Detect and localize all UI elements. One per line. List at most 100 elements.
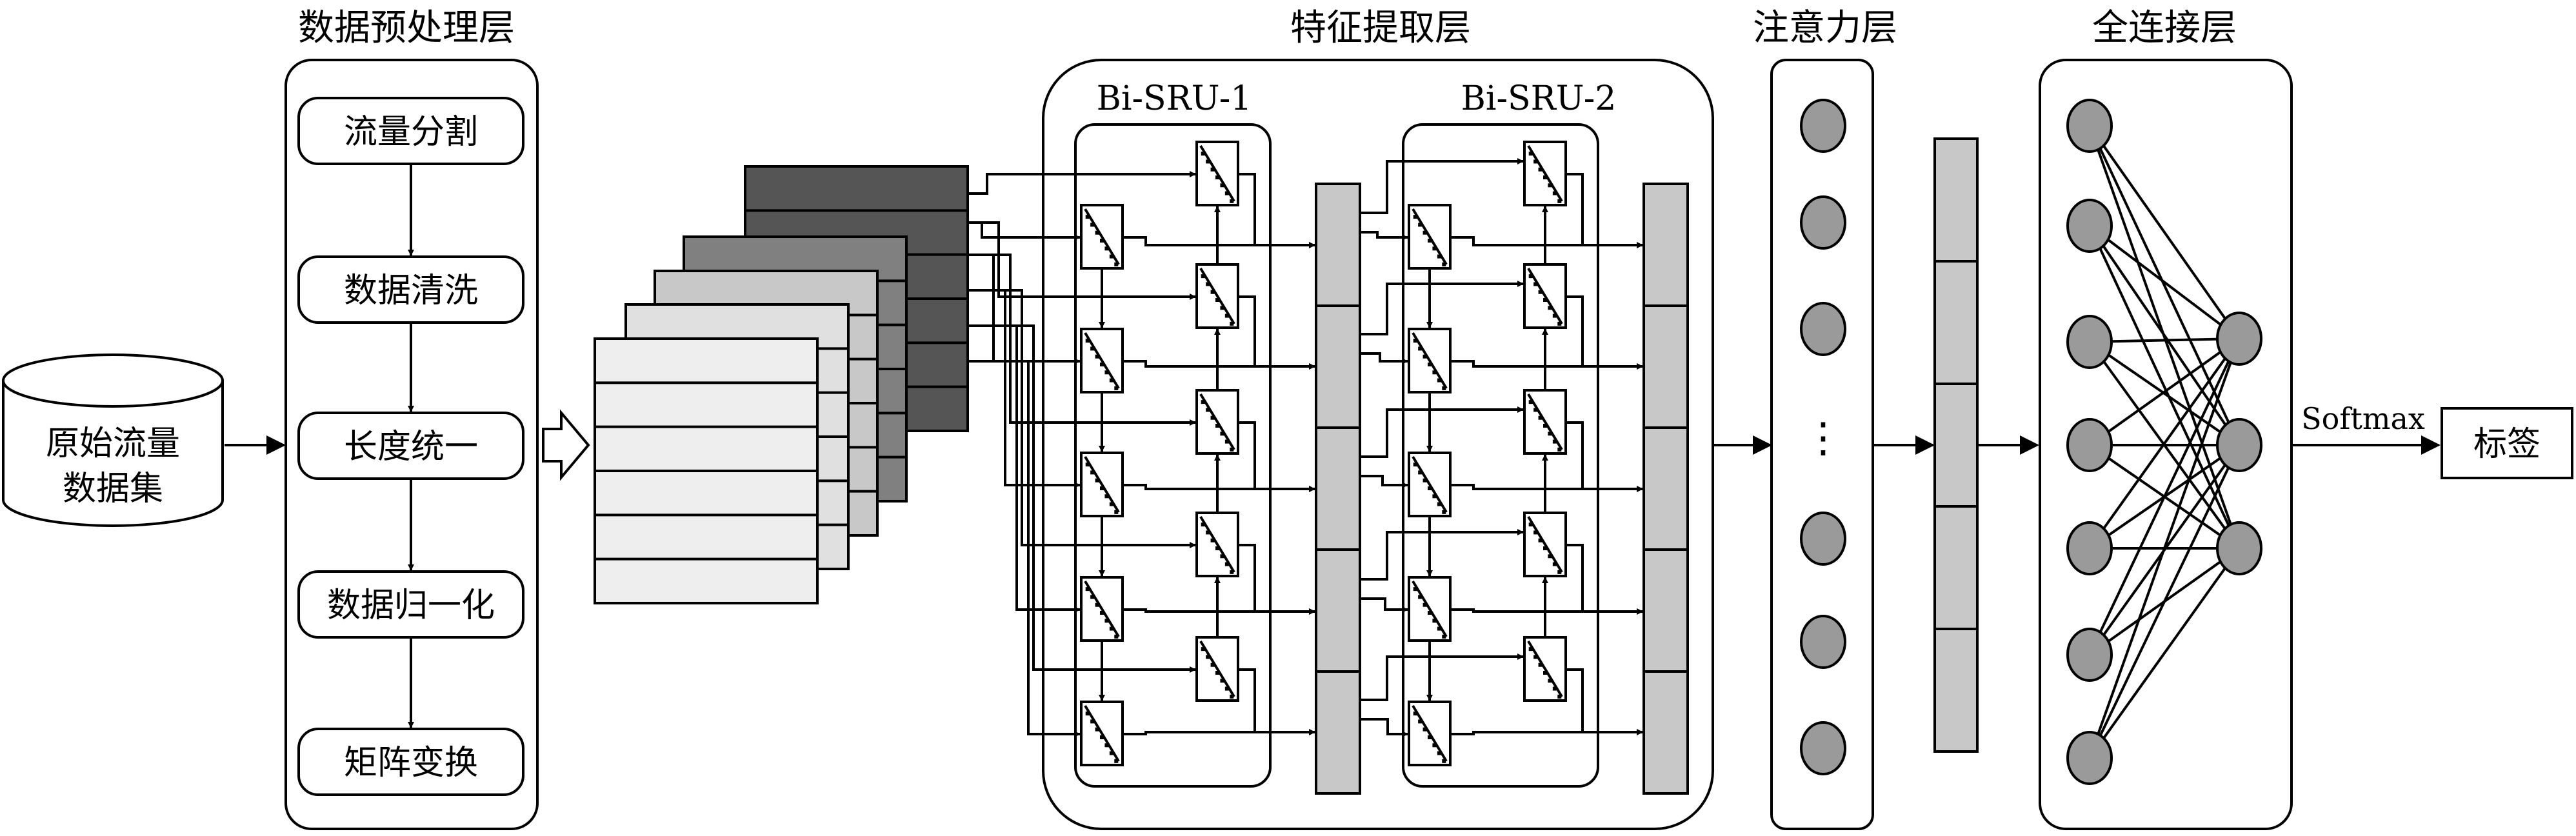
concat-bar-2	[1642, 183, 1689, 795]
fc-connection	[2088, 338, 2241, 655]
attention-node	[1800, 302, 1846, 356]
sru-cell-mark	[1413, 587, 1417, 592]
sru-cell-mark	[1085, 587, 1090, 592]
sru-cell-mark	[1428, 735, 1432, 739]
bar-body	[1642, 183, 1689, 795]
fc-network	[2066, 99, 2262, 785]
sru-cell-mark	[1548, 183, 1552, 188]
sru-cell	[1523, 141, 1567, 206]
attention-node	[1800, 512, 1846, 566]
concat-bar-1	[1315, 183, 1361, 795]
feature-matrix	[594, 337, 819, 604]
sru-cell-mark	[1206, 159, 1210, 164]
sru-cell-mark	[1090, 595, 1095, 599]
sru-cell-mark	[1533, 655, 1538, 659]
sru-cell-mark	[1230, 199, 1234, 203]
sru-cell-mark	[1230, 570, 1234, 574]
sru-cell-mark	[1215, 175, 1219, 179]
sru-cell-mark	[1095, 478, 1099, 483]
concat-wire	[1450, 360, 1643, 370]
preprocess-layer: 数据预处理层 流量分割 数据清洗 长度统一 数据归一化 矩阵变换	[285, 7, 539, 830]
sru-cell-mark	[1423, 727, 1427, 732]
stack-wire	[1360, 475, 1408, 488]
attention-node	[1800, 99, 1846, 153]
stack-wire	[1360, 231, 1408, 241]
fc-output-node	[2216, 521, 2262, 575]
sru-cell-mark	[1538, 290, 1543, 294]
sru-cell-mark	[1548, 306, 1552, 310]
sru-cell-mark	[1543, 424, 1547, 428]
sru-cell-mark	[1437, 254, 1441, 259]
sru-cell-mark	[1432, 494, 1437, 499]
fc-output-node	[2216, 312, 2262, 366]
fc-connection	[2088, 338, 2241, 759]
sru-cell	[1523, 636, 1567, 702]
sru-cell-mark	[1538, 415, 1543, 420]
sru-cell-mark	[1423, 354, 1427, 359]
sru-cell-mark	[1442, 634, 1446, 639]
bisru-block-1: Bi-SRU-1	[1074, 79, 1272, 788]
sru-cell-mark	[1100, 363, 1104, 366]
sru-cell-mark	[1201, 152, 1205, 156]
sru-cell-mark	[1210, 167, 1215, 172]
input-wire	[968, 254, 1081, 364]
attention-nodes	[1800, 99, 1846, 775]
sru-cell-mark	[1201, 400, 1205, 404]
sru-cell-mark	[1413, 339, 1417, 343]
input-wire	[968, 360, 1081, 737]
sru-cell-mark	[1230, 447, 1234, 452]
sru-cell-mark	[1552, 686, 1557, 691]
sru-cell-mark	[1533, 530, 1538, 535]
stack-wire	[1360, 653, 1524, 701]
sru-cell	[1408, 701, 1452, 766]
sru-cell-mark	[1548, 554, 1552, 559]
stack-wire	[1360, 597, 1408, 613]
sru-cell-mark	[1432, 370, 1437, 375]
concat-wire	[1566, 668, 1643, 735]
sru-cell-mark	[1432, 246, 1437, 251]
stack-wire	[1360, 352, 1408, 364]
concat-wire	[1238, 295, 1315, 370]
sru-cell-mark	[1114, 634, 1119, 639]
sru-cell-mark	[1220, 554, 1224, 559]
sru-cell-mark	[1543, 671, 1547, 675]
fc-layer: 全连接层	[2039, 7, 2293, 830]
concat-wire	[1123, 236, 1315, 248]
concat-wire	[1238, 668, 1315, 735]
fc-title: 全连接层	[2092, 7, 2237, 49]
sru-cell-mark	[1528, 400, 1533, 404]
sru-cell-mark	[1423, 478, 1427, 483]
concat-wire	[1450, 236, 1643, 248]
dataset-label-1: 原始流量	[46, 424, 180, 463]
bar-body	[1933, 137, 1979, 753]
sru-cell-mark	[1528, 274, 1533, 279]
sru-cell	[1080, 701, 1124, 766]
sru-cell-mark	[1224, 562, 1229, 566]
sru-cell-mark	[1413, 463, 1417, 467]
sru-cell	[1195, 512, 1239, 577]
preprocess-title: 数据预处理层	[298, 7, 515, 49]
concat-wire	[1238, 544, 1315, 615]
sru-cell-mark	[1085, 463, 1090, 467]
input-wire	[968, 324, 1196, 673]
concat-wire	[1450, 484, 1643, 492]
sru-cell-mark	[1201, 274, 1205, 279]
concat-wire	[1566, 173, 1643, 248]
fc-connection	[2088, 547, 2241, 759]
sru-cell	[1523, 389, 1567, 455]
sru-cell-mark	[1224, 314, 1229, 318]
sru-cell-mark	[1552, 191, 1557, 195]
sru-cell-mark	[1090, 223, 1095, 227]
sru-cell-mark	[1423, 602, 1427, 607]
sru-cell	[1408, 576, 1452, 642]
sru-cell-mark	[1418, 719, 1423, 724]
attention-layer: 注意力层 ⋮	[1753, 7, 1897, 830]
stack-wire	[1360, 158, 1524, 214]
sru-cell-mark	[1085, 712, 1090, 716]
dataset-label-2: 数据集	[63, 470, 163, 508]
sru-cell-mark	[1104, 494, 1109, 499]
sru-cell-mark	[1104, 619, 1109, 623]
preprocess-step-5: 矩阵变换	[297, 728, 524, 796]
softmax-label: Softmax	[2301, 401, 2425, 436]
sru-cell	[1523, 512, 1567, 577]
